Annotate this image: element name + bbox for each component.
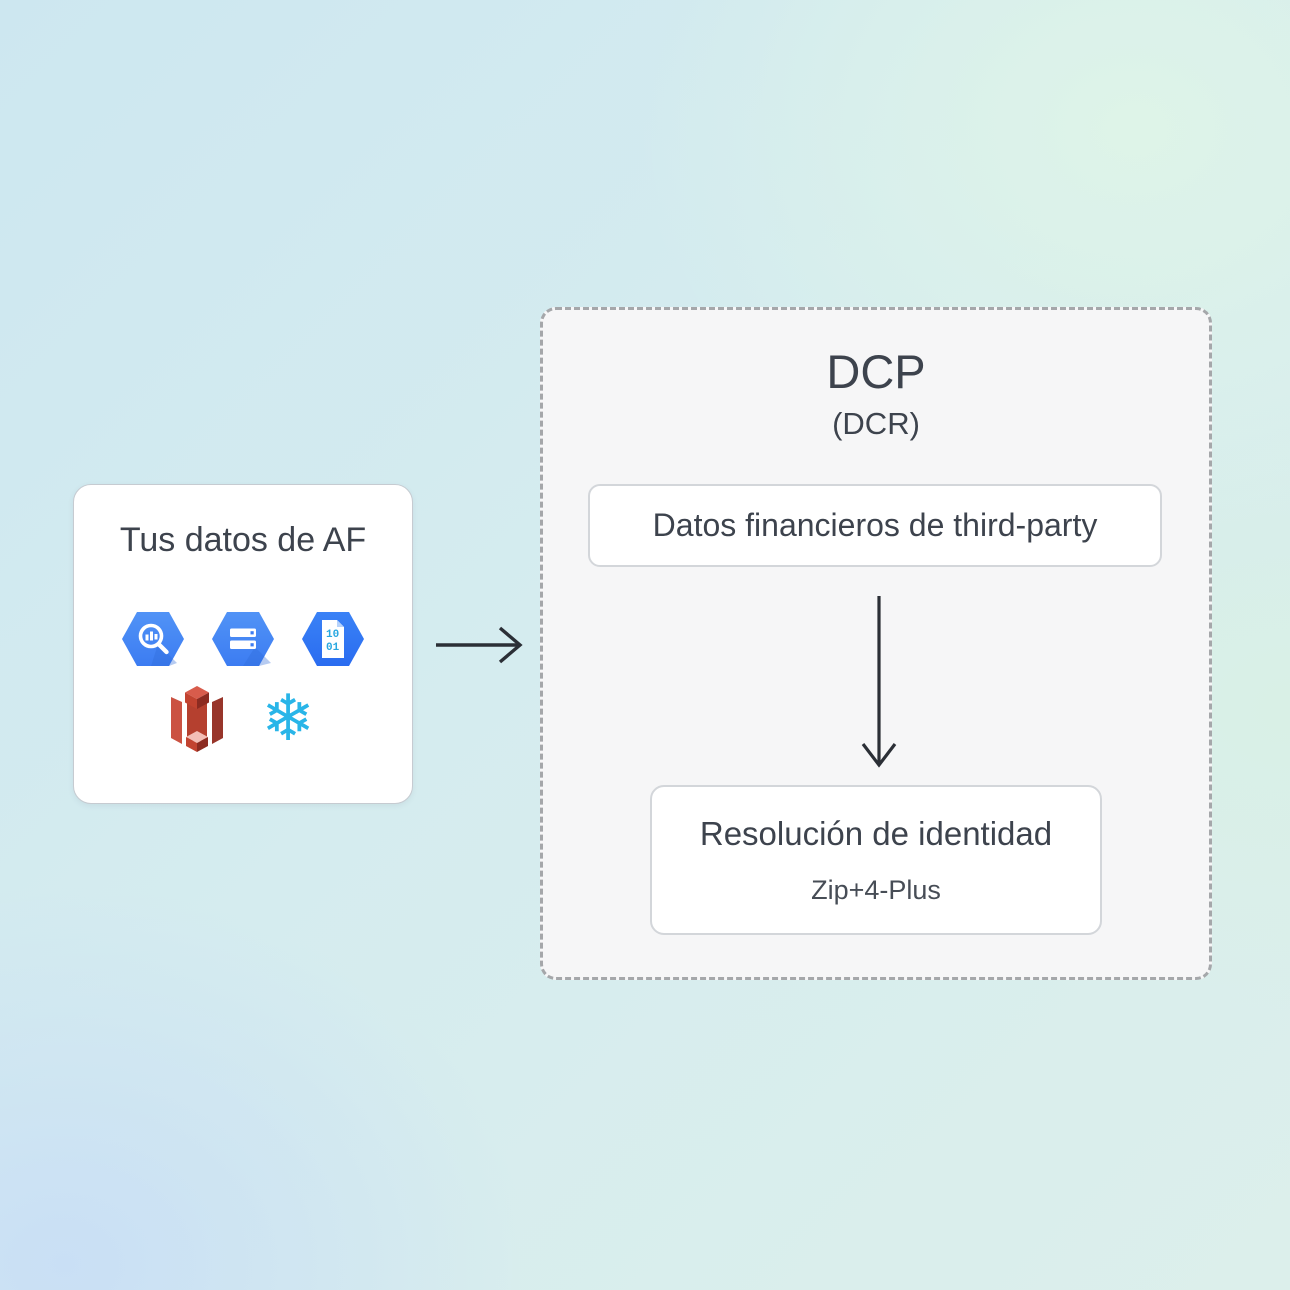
dcp-panel-title: DCP [826,345,926,398]
s3-bucket-icon [171,686,223,752]
dcp-panel-subtitle: (DCR) [832,406,920,441]
identity-resolution-subtitle: Zip+4-Plus [811,875,941,905]
svg-text:10: 10 [326,629,339,641]
flow-arrow-right-icon [436,626,523,664]
dcp-panel: DCP (DCR) Datos financieros de third-par… [540,307,1212,980]
identity-resolution-box: Resolución de identidad Zip+4-Plus [650,785,1102,935]
bigquery-icon [122,612,184,666]
source-data-card: Tus datos de AF [73,484,413,804]
svg-text:01: 01 [326,642,340,654]
cloud-storage-icon [212,612,274,666]
financial-data-box-label: Datos financieros de third-party [652,507,1098,543]
identity-resolution-title: Resolución de identidad [699,815,1053,852]
source-icons-row-1: 10 01 [74,611,412,667]
flow-arrow-down-icon [861,596,897,768]
source-card-title: Tus datos de AF [119,521,367,559]
source-icons-row-2: ❄ [74,685,412,753]
financial-data-box: Datos financieros de third-party [588,484,1162,567]
binary-data-file-icon: 10 01 [302,612,364,666]
snowflake-icon: ❄ [261,682,315,756]
